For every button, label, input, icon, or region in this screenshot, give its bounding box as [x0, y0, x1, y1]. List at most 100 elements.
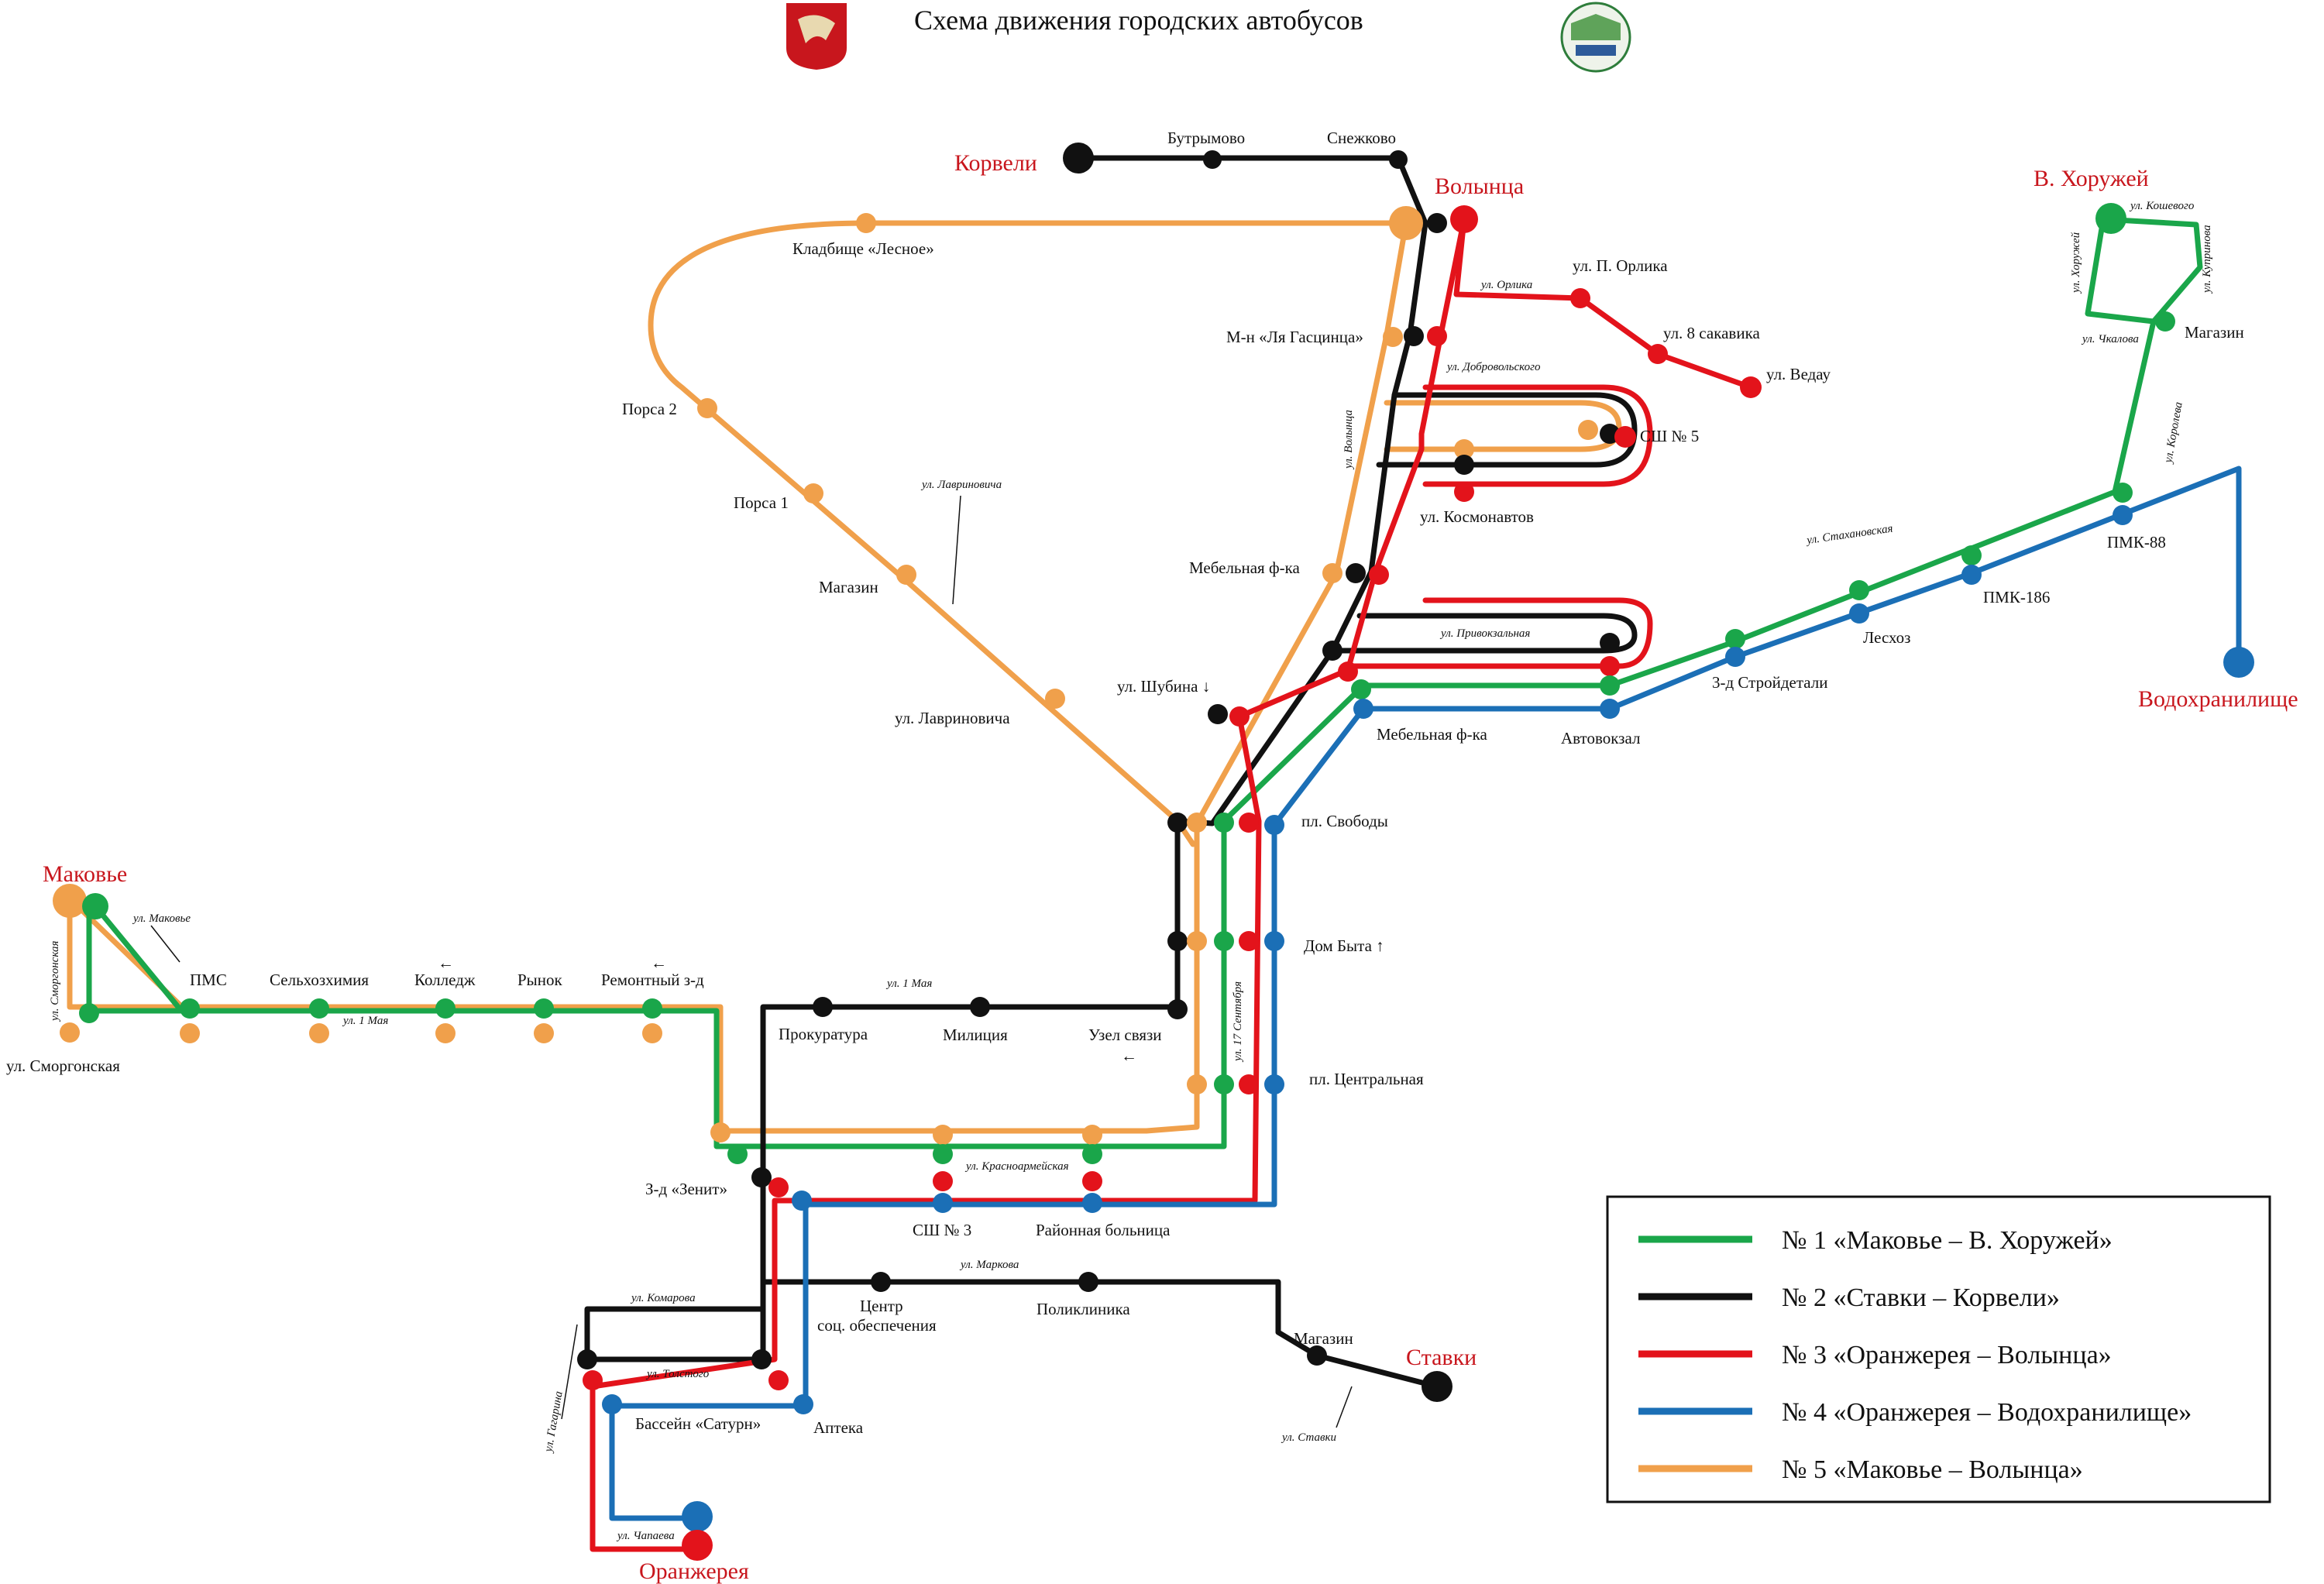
stop-militsiya: Милиция	[943, 1026, 1008, 1044]
stop-dot	[53, 884, 87, 918]
stop-dot	[1570, 288, 1590, 308]
stop-dot	[1214, 1074, 1234, 1094]
street-orlika: ул. Орлика	[1480, 279, 1532, 291]
stop-shubina: ул. Шубина ↓	[1117, 677, 1210, 696]
stop-dot	[1082, 1171, 1102, 1191]
stop-dot	[1450, 205, 1478, 233]
stop-dot	[710, 1122, 731, 1142]
stop-dot	[1346, 563, 1366, 583]
stop-bolnitsa: Районная больница	[1036, 1221, 1171, 1239]
stop-dot	[933, 1125, 953, 1145]
stop-dot	[1389, 150, 1408, 169]
stop-dot	[1264, 931, 1284, 951]
stop-dot	[1239, 931, 1259, 951]
route-5-line	[67, 220, 1622, 1134]
stop-dot	[1239, 813, 1259, 833]
stop-sh5: СШ № 5	[1640, 427, 1699, 445]
stop-dot	[1427, 326, 1447, 346]
stop-dot	[871, 1272, 891, 1292]
street-kuprinova: ул. Купринова	[2201, 225, 2213, 294]
stop-dot	[1187, 1074, 1207, 1094]
stop-dot	[534, 998, 554, 1019]
street-stakhanovskaya: ул. Стахановская	[1804, 523, 1893, 548]
terminal-khoruzhey: В. Хоружей	[2033, 166, 2149, 191]
stop-dot	[2113, 505, 2133, 525]
stop-dot	[1648, 344, 1668, 364]
stop-dot	[1322, 563, 1342, 583]
stop-lavrinovicha: ул. Лавриновича	[895, 709, 1010, 727]
stop-dot	[1427, 213, 1447, 233]
stop-dot	[792, 1191, 812, 1211]
stop-dot	[1167, 813, 1188, 833]
stop-dot	[1725, 629, 1745, 649]
stop-dot	[642, 1023, 662, 1043]
stop-dot	[602, 1394, 622, 1414]
stop-dot	[1961, 565, 1982, 585]
stop-p-orlika: ул. П. Орлика	[1573, 256, 1668, 275]
stop-selkhozkhimiya: Сельхозхимия	[270, 971, 369, 989]
street-1-maya-east: ул. 1 Мая	[885, 978, 932, 990]
street-khoruzhey: ул. Хоружей	[2070, 232, 2082, 294]
stop-vedau: ул. Ведау	[1766, 365, 1831, 383]
terminal-stavki: Ставки	[1406, 1345, 1477, 1370]
terminal-volyntsa: Волынца	[1435, 174, 1524, 199]
stop-poliklinika: Поликлиника	[1037, 1300, 1130, 1318]
stop-tsentr-line2: соц. обеспечения	[817, 1316, 937, 1335]
stop-dot	[933, 1171, 953, 1191]
street-komarova: ул. Комарова	[630, 1292, 696, 1304]
street-makovye: ул. Маковье	[132, 912, 191, 925]
stop-pmk-186: ПМК-186	[1983, 588, 2050, 606]
legend: № 1 «Маковье – В. Хоружей»№ 2 «Ставки – …	[1606, 1195, 2271, 1503]
stop-dot	[970, 997, 990, 1017]
stop-kladbishche: Кладбище «Лесное»	[792, 239, 934, 258]
stop-dot	[1082, 1125, 1102, 1145]
stop-dot	[583, 1370, 603, 1390]
stop-dot	[1214, 813, 1234, 833]
stop-dot	[856, 213, 876, 233]
stop-dot	[534, 1023, 554, 1043]
stop-smorgonskaya: ул. Сморгонская	[6, 1057, 120, 1075]
stop-remontny: Ремонтный з-д	[601, 971, 704, 989]
stop-apteka: Аптека	[813, 1418, 864, 1437]
stop-dot	[1307, 1345, 1327, 1366]
stop-dot	[1353, 699, 1373, 719]
stop-dot	[1600, 675, 1620, 696]
street-chapaeva: ул. Чапаева	[616, 1530, 675, 1542]
street-17-sentyabrya: ул. 17 Сентября	[1232, 981, 1244, 1063]
stop-dot	[1063, 143, 1094, 174]
stop-dot	[1578, 420, 1598, 440]
stop-dot	[309, 1023, 329, 1043]
stop-tsentr: Центр	[860, 1297, 903, 1315]
street-lavrinovicha: ул. Лавриновича	[920, 479, 1002, 491]
route-3-line	[590, 216, 1754, 1552]
stop-dot	[1082, 1193, 1102, 1213]
stop-leskhoz: Лесхоз	[1863, 628, 1910, 647]
stop-dot	[1167, 999, 1188, 1019]
street-tolstogo: ул. Толстого	[645, 1368, 710, 1380]
stop-stroydetali: 3-д Стройдетали	[1712, 673, 1828, 692]
direction-arrow-kolledzh: ←	[438, 953, 454, 972]
stop-dot	[2155, 311, 2175, 332]
stop-dot	[1264, 815, 1284, 835]
stop-rynok: Рынок	[517, 971, 563, 989]
stop-dot	[1422, 1371, 1452, 1402]
stop-magazin-south: Магазин	[1294, 1329, 1353, 1348]
stop-sh3: СШ № 3	[913, 1221, 971, 1239]
stop-dot	[1454, 482, 1474, 502]
street-chkalova: ул. Чкалова	[2081, 333, 2139, 345]
stop-dot	[768, 1370, 789, 1390]
street-krasnoarmeyskaya: ул. Красноармейская	[964, 1160, 1069, 1173]
stop-dot	[1203, 150, 1222, 169]
stop-dom-byta: Дом Быта ↑	[1304, 936, 1384, 955]
legend-label-route-1: № 1 «Маковье – В. Хоружей»	[1782, 1226, 2113, 1255]
stop-dot	[1600, 656, 1620, 676]
stop-dot	[803, 483, 823, 503]
stop-kosmonavtov: ул. Космонавтов	[1420, 507, 1534, 526]
stop-dot	[1229, 706, 1250, 727]
stop-butrymovo: Бутрымово	[1167, 129, 1245, 147]
direction-arrow-remontny: ←	[651, 953, 667, 972]
stop-dot	[1454, 455, 1474, 475]
terminal-vodokhranilishche: Водохранилище	[2138, 686, 2298, 712]
